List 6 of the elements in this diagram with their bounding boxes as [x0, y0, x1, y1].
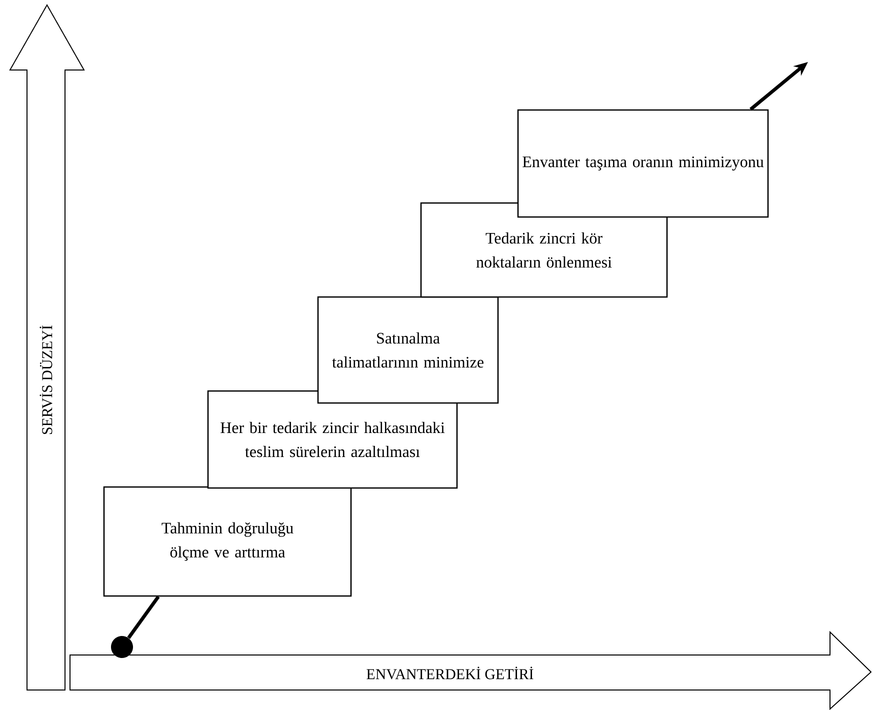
step-box: Tedarik zincri kör noktaların önlenmesi [420, 202, 668, 298]
step-box: Envanter taşıma oranın minimizyonu [517, 109, 769, 218]
step-box: Tahminin doğruluğu ölçme ve arttırma [103, 486, 352, 597]
step-box: Her bir tedarik zincir halkasındaki teslim sürelerin azaltılması [207, 390, 458, 489]
step-box: Satınalma talimatlarının minimize [317, 296, 499, 404]
dot [111, 636, 133, 658]
